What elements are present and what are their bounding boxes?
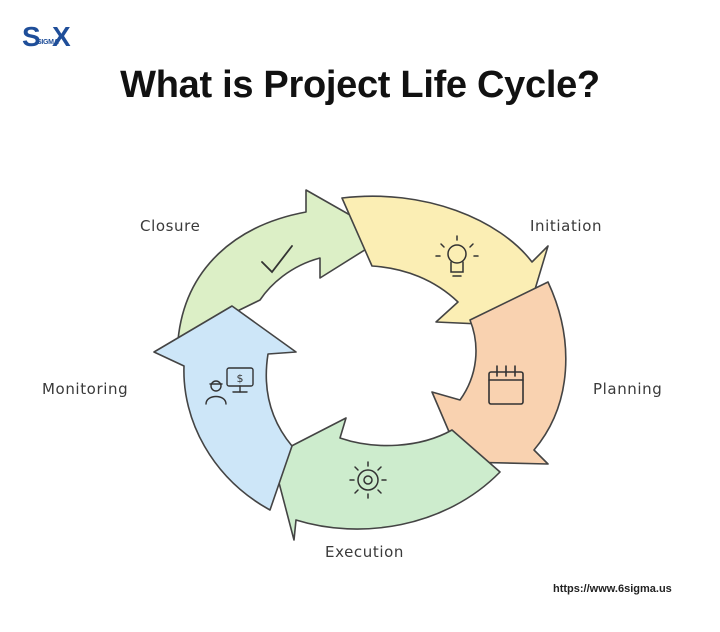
page-title: What is Project Life Cycle? (120, 64, 600, 106)
svg-text:$: $ (237, 372, 244, 385)
stage-label-closure: Closure (140, 217, 200, 235)
person-computer-icon: $ (205, 367, 254, 405)
life-cycle-diagram: $ Initiation Planning Execution Monitori… (42, 189, 662, 561)
gear-icon (349, 461, 387, 499)
stage-label-initiation: Initiation (530, 217, 602, 235)
footer-url: https://www.6sigma.us (553, 583, 672, 595)
monitoring-segment (153, 305, 297, 511)
stage-label-monitoring: Monitoring (42, 380, 128, 398)
sixsigma-logo: S SIGMA X (22, 22, 82, 52)
stage-label-planning: Planning (593, 380, 662, 398)
logo-letter-x: X (52, 21, 71, 52)
logo-letter-s: S (22, 21, 41, 52)
calendar-icon (488, 365, 524, 405)
checkmark-icon (261, 245, 293, 274)
initiation-segment (341, 195, 549, 327)
closure-segment (177, 189, 388, 341)
logo-sigma-text: SIGMA (37, 39, 59, 46)
execution-segment (271, 417, 501, 541)
lightbulb-icon (435, 235, 479, 277)
planning-segment (431, 281, 567, 465)
stage-label-execution: Execution (325, 543, 404, 561)
